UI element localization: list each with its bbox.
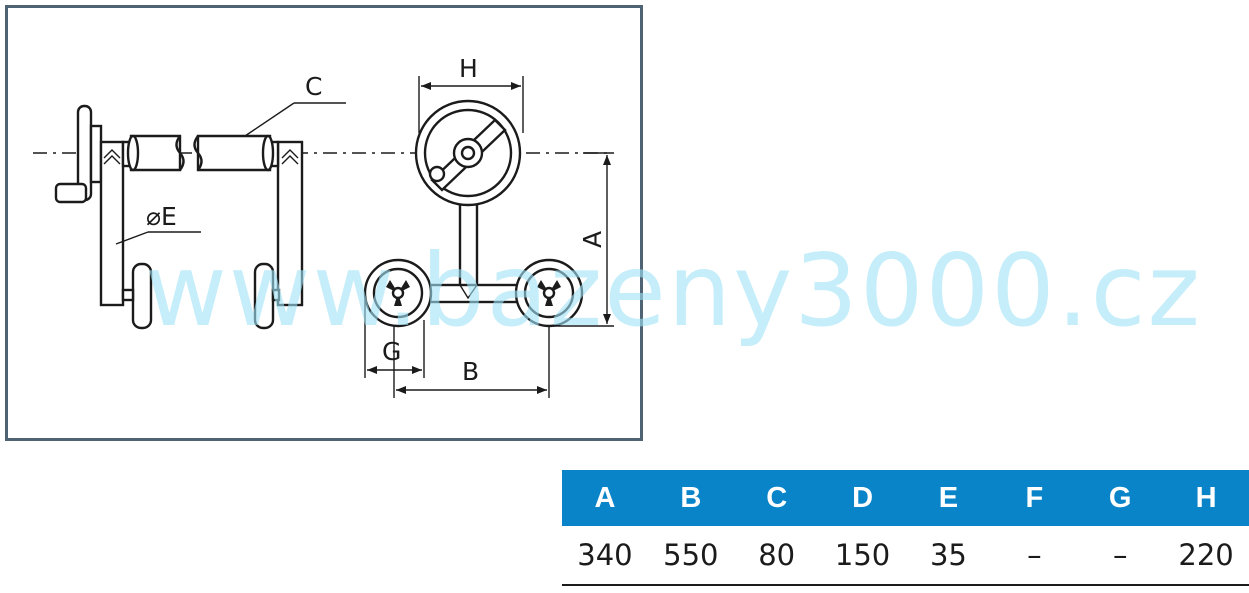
header-c: C [733,470,820,526]
front-view [363,76,614,398]
left-wheel [131,262,153,330]
right-wheel [253,262,275,330]
value-b: 550 [647,526,734,586]
label-c: C [305,72,322,101]
value-f: – [991,526,1078,586]
header-g: G [1077,470,1164,526]
label-a: A [578,231,607,248]
roller-tube-right [196,134,272,172]
dimensions-table: A B C D E F G H 340 550 80 150 35 – – 22… [562,470,1249,586]
label-g: G [382,337,401,366]
header-b: B [647,470,734,526]
header-h: H [1163,470,1249,526]
header-a: A [562,470,648,526]
header-e: E [905,470,992,526]
technical-drawing: C ⌀E [33,54,614,398]
side-hub [89,124,103,184]
value-e: 35 [905,526,992,586]
vertical-stem [458,191,479,295]
right-leg [276,140,304,307]
label-b: B [462,357,479,386]
header-d: D [819,470,906,526]
table-row: 340 550 80 150 35 – – 220 [562,526,1249,586]
value-c: 80 [733,526,820,586]
crank-handle-icon [54,182,88,204]
value-h: 220 [1163,526,1249,586]
value-g: – [1077,526,1164,586]
table-header-row: A B C D E F G H [562,470,1249,526]
technical-drawing-frame: C ⌀E [5,5,643,441]
value-a: 340 [562,526,648,586]
left-leg [99,140,125,307]
label-h: H [459,54,478,83]
label-diameter-e: ⌀E [146,202,177,231]
side-view [54,102,346,330]
header-f: F [991,470,1078,526]
value-d: 150 [819,526,906,586]
